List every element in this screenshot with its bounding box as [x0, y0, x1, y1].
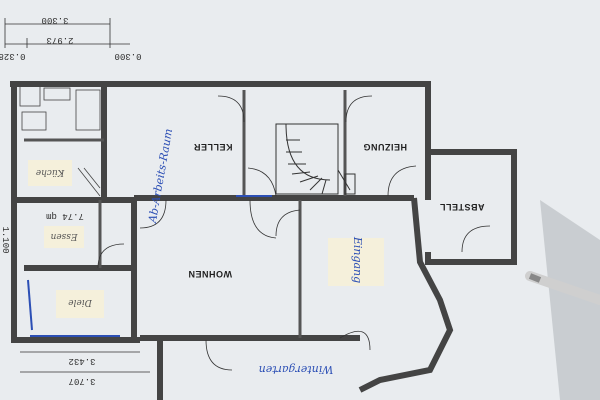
note-diele: Diele [68, 297, 93, 307]
note-essen: Essen [50, 231, 78, 241]
note-eingang: Eingang [351, 236, 364, 283]
dim-mid: 2.973 [46, 35, 73, 45]
note-kueche: Küche [36, 167, 66, 177]
dim-total: 3.300 [41, 15, 68, 25]
walls [10, 81, 517, 400]
door-swings [97, 95, 491, 371]
dimension-bottom: 3.432 3.707 [20, 351, 150, 386]
paper-edge-shadow [540, 200, 600, 400]
dim-bottom-lower: 3.707 [68, 376, 95, 386]
side-dimension: 1.100 [0, 226, 10, 253]
staircase [275, 123, 356, 195]
room-wohnen: WOHNEN [188, 269, 232, 279]
area-label: 7.74 qm [46, 211, 84, 221]
dim-bottom-upper: 3.432 [68, 356, 95, 366]
dimension-top: 3.300 0.328 2.973 0.300 [0, 15, 142, 61]
blue-pen-marks [27, 195, 272, 337]
pen-object [525, 271, 600, 305]
sticky-note-diele [56, 290, 104, 318]
dim-left-small: 0.328 [0, 51, 26, 61]
sticky-note-essen [44, 226, 84, 248]
room-abstell: ABSTELL [440, 202, 485, 212]
room-keller: KELLER [193, 142, 232, 152]
room-heizung: HEIZUNG [363, 142, 407, 152]
dim-right-small: 0.300 [114, 51, 141, 61]
note-wintergarten: Wintergarten [259, 363, 334, 376]
sticky-note-kueche [28, 160, 72, 186]
bathroom-fixtures [19, 85, 101, 197]
sticky-note-eingang [328, 238, 384, 286]
